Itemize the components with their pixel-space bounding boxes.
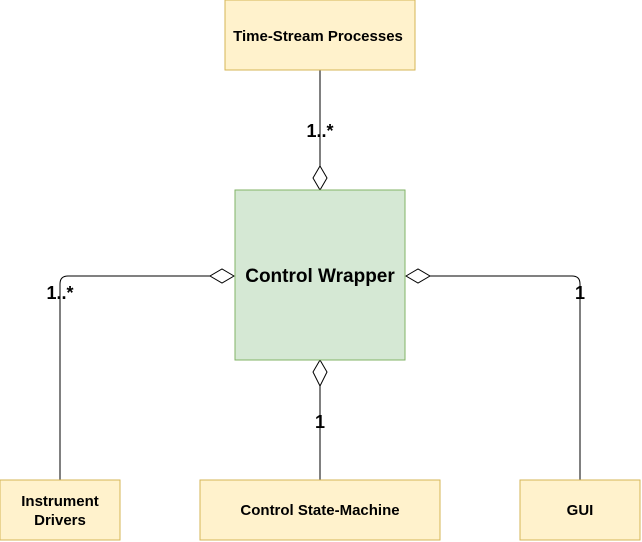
multiplicity-control-state-machine: 1 [315,412,325,432]
diamond-left-icon [209,268,235,284]
diamond-right-icon [405,268,431,284]
multiplicity-gui: 1 [575,283,585,303]
node-time-stream-processes: Time-Stream Processes [224,0,416,71]
node-gui: GUI [519,479,641,541]
node-control-wrapper: Control Wrapper [234,189,406,361]
multiplicity-time-stream: 1..* [306,121,333,141]
node-control-state-machine: Control State-Machine [199,479,441,541]
node-instrument-drivers: Instrument Drivers [0,479,121,541]
diamond-top-icon [312,165,328,191]
multiplicity-instrument-drivers: 1..* [46,283,73,303]
aggregation-diamonds [209,165,431,388]
node-gui-label: GUI [567,502,594,519]
edge-gui-to-wrapper [430,275,581,480]
diamond-bottom-icon [312,359,328,388]
node-control-state-machine-label: Control State-Machine [240,502,399,519]
edge-instrument-drivers-to-wrapper [59,275,210,480]
node-instrument-drivers-label-line2: Drivers [34,512,86,529]
connectors [59,70,581,480]
node-instrument-drivers-label-line1: Instrument [21,493,99,510]
multiplicity-labels: 1..* 1..* 1 1 [46,121,585,432]
node-time-stream-processes-label: Time-Stream Processes [233,28,403,45]
node-control-wrapper-label: Control Wrapper [245,266,395,287]
